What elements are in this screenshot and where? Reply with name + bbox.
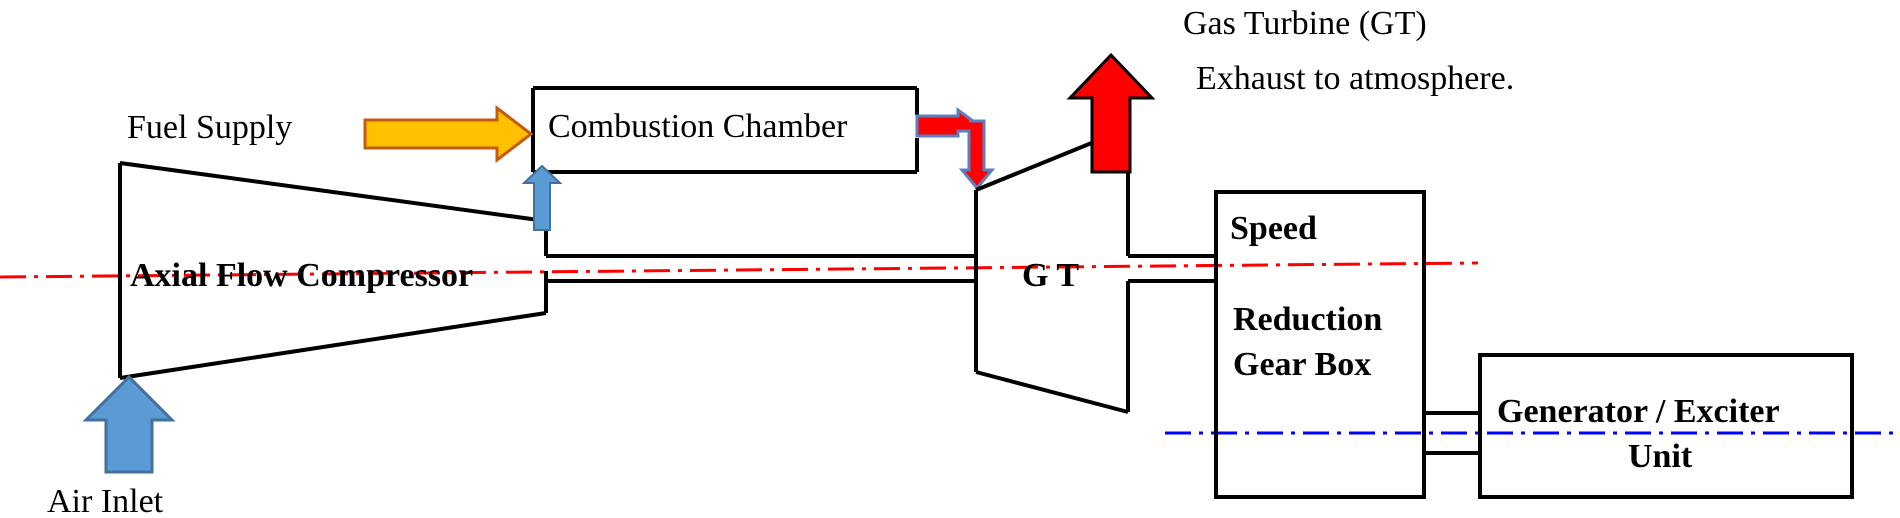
compressor-label: Axial Flow Compressor [130, 257, 473, 294]
exhaust-arrow [1066, 52, 1156, 174]
generator-exciter-unit [1478, 353, 1854, 499]
air-inlet-label: Air Inlet [47, 483, 164, 518]
compressor-gt-shaft [546, 254, 976, 283]
gt-label: G T [1022, 257, 1079, 294]
gas-turbine-title: Gas Turbine (GT) [1183, 5, 1427, 42]
speed-reduction-gear-box [1214, 190, 1426, 499]
gas-turbine [974, 140, 1130, 414]
gt-gearbox-shaft [1128, 254, 1216, 283]
gearbox-label-speed: Speed [1230, 210, 1317, 247]
generator-label-line1: Generator / Exciter [1497, 393, 1780, 430]
gearbox-generator-shaft [1424, 411, 1480, 455]
compressed-air-arrow [521, 164, 563, 231]
gt-centerline [0, 261, 1479, 279]
gearbox-label-gear-box: Gear Box [1233, 346, 1371, 383]
exhaust-label: Exhaust to atmosphere. [1196, 60, 1514, 97]
gearbox-label-reduction: Reduction [1233, 301, 1382, 338]
hot-gas-arrow [915, 107, 996, 191]
combustion-chamber-label: Combustion Chamber [548, 108, 848, 145]
generator-label-line2: Unit [1628, 438, 1693, 475]
combustion-chamber [531, 86, 919, 174]
fuel-supply-arrow [363, 104, 534, 164]
fuel-supply-label: Fuel Supply [127, 109, 292, 146]
air-inlet-arrow [82, 374, 176, 474]
